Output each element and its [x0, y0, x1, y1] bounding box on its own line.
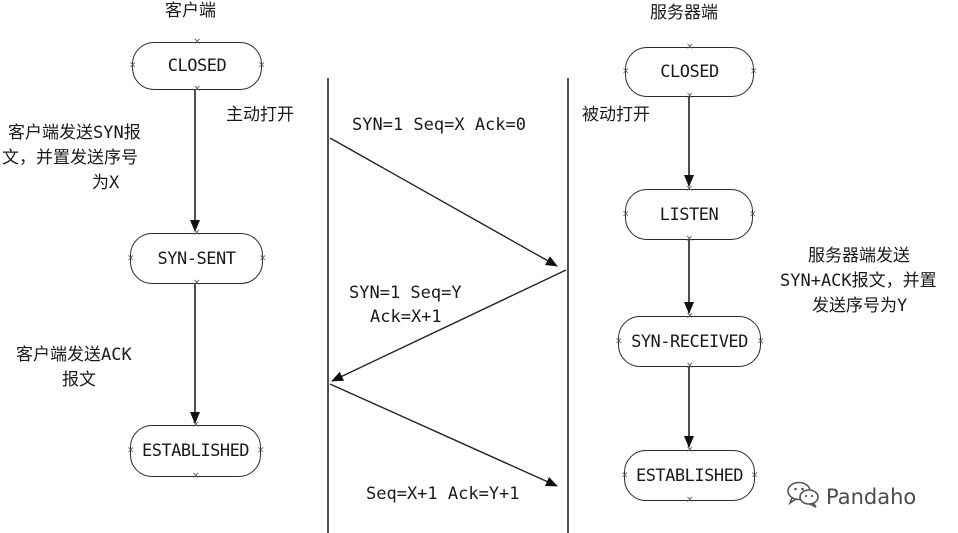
server-send-synack-line-3: 发送序号为Y [812, 296, 908, 316]
connector-marker: × [615, 336, 623, 346]
connector-marker: × [129, 60, 137, 71]
connector-marker: × [621, 470, 629, 480]
connector-marker: × [622, 66, 630, 77]
server-state-established: ESTABLISHED × × × × [621, 446, 759, 505]
server-state-syn-received-label: SYN-RECEIVED [631, 331, 748, 352]
wechat-icon [786, 480, 820, 513]
client-send-ack-line-1: 客户端发送ACK [16, 345, 132, 365]
connector-marker: × [127, 253, 135, 263]
connector-marker: × [685, 311, 694, 321]
client-state-established-label: ESTABLISHED [141, 441, 250, 461]
connector-marker: × [192, 228, 201, 238]
watermark-text: Pandaho [826, 484, 917, 509]
client-send-syn-line-3: 为X [92, 173, 120, 193]
connector-marker: × [685, 42, 694, 52]
connector-marker: × [685, 91, 694, 101]
connector-marker: × [192, 278, 201, 288]
connector-marker: × [127, 445, 135, 456]
server-state-established-label: ESTABLISHED [635, 465, 744, 486]
connector-marker: × [748, 209, 757, 219]
client-state-syn-sent-label: SYN-SENT [157, 248, 236, 269]
connector-marker: × [258, 253, 267, 263]
connector-marker: × [191, 471, 200, 481]
server-send-synack-line-2: SYN+ACK报文，并置 [780, 271, 937, 291]
server-state-closed-label: CLOSED [660, 62, 719, 82]
msg1-label: SYN=1 Seq=X Ack=0 [352, 115, 526, 135]
connector-marker: × [256, 445, 265, 456]
passive-open-label: 被动打开 [582, 105, 650, 125]
msg2-arrow [331, 269, 567, 382]
connector-marker: × [685, 234, 693, 244]
connector-marker: × [257, 60, 266, 71]
connector-marker: × [685, 495, 694, 505]
connector-marker: × [750, 470, 759, 480]
connector-marker: × [685, 361, 694, 371]
msg3-arrow [329, 383, 558, 487]
client-state-established: ESTABLISHED × × × × [127, 421, 265, 481]
server-send-synack-line-1: 服务器端发送 [808, 246, 910, 266]
server-state-listen-label: LISTEN [659, 204, 719, 225]
client-send-ack-line-2: 报文 [62, 370, 96, 390]
server-state-listen: LISTEN × × × × [622, 185, 757, 244]
msg3-label: Seq=X+1 Ack=Y+1 [366, 484, 520, 504]
connector-marker: × [685, 184, 693, 194]
client-state-closed: CLOSED × × × × [129, 38, 266, 94]
client-state-closed-label: CLOSED [167, 56, 227, 76]
server-state-closed: CLOSED × × × × [622, 43, 758, 101]
client-header: 客户端 [165, 1, 216, 21]
msg2-label-line-1: SYN=1 Seq=Y [349, 283, 462, 303]
watermark: Pandaho [786, 480, 916, 513]
connector-marker: × [749, 66, 758, 77]
connector-marker: × [193, 84, 201, 94]
client-send-syn-line-2: 文，并置发送序号 [2, 148, 138, 168]
connector-marker: × [191, 420, 200, 430]
connector-marker: × [685, 445, 694, 455]
connector-marker: × [622, 209, 630, 219]
connector-marker: × [756, 336, 765, 346]
active-open-label: 主动打开 [226, 105, 294, 125]
client-state-syn-sent: SYN-SENT × × × × [127, 229, 267, 288]
connector-marker: × [193, 37, 201, 47]
client-send-syn-line-1: 客户端发送SYN报 [8, 123, 141, 143]
server-state-syn-received: SYN-RECEIVED × × × × [615, 312, 765, 371]
server-header: 服务器端 [650, 3, 718, 23]
msg2-label-line-2: Ack=X+1 [370, 307, 442, 327]
msg1-arrow [329, 137, 558, 267]
